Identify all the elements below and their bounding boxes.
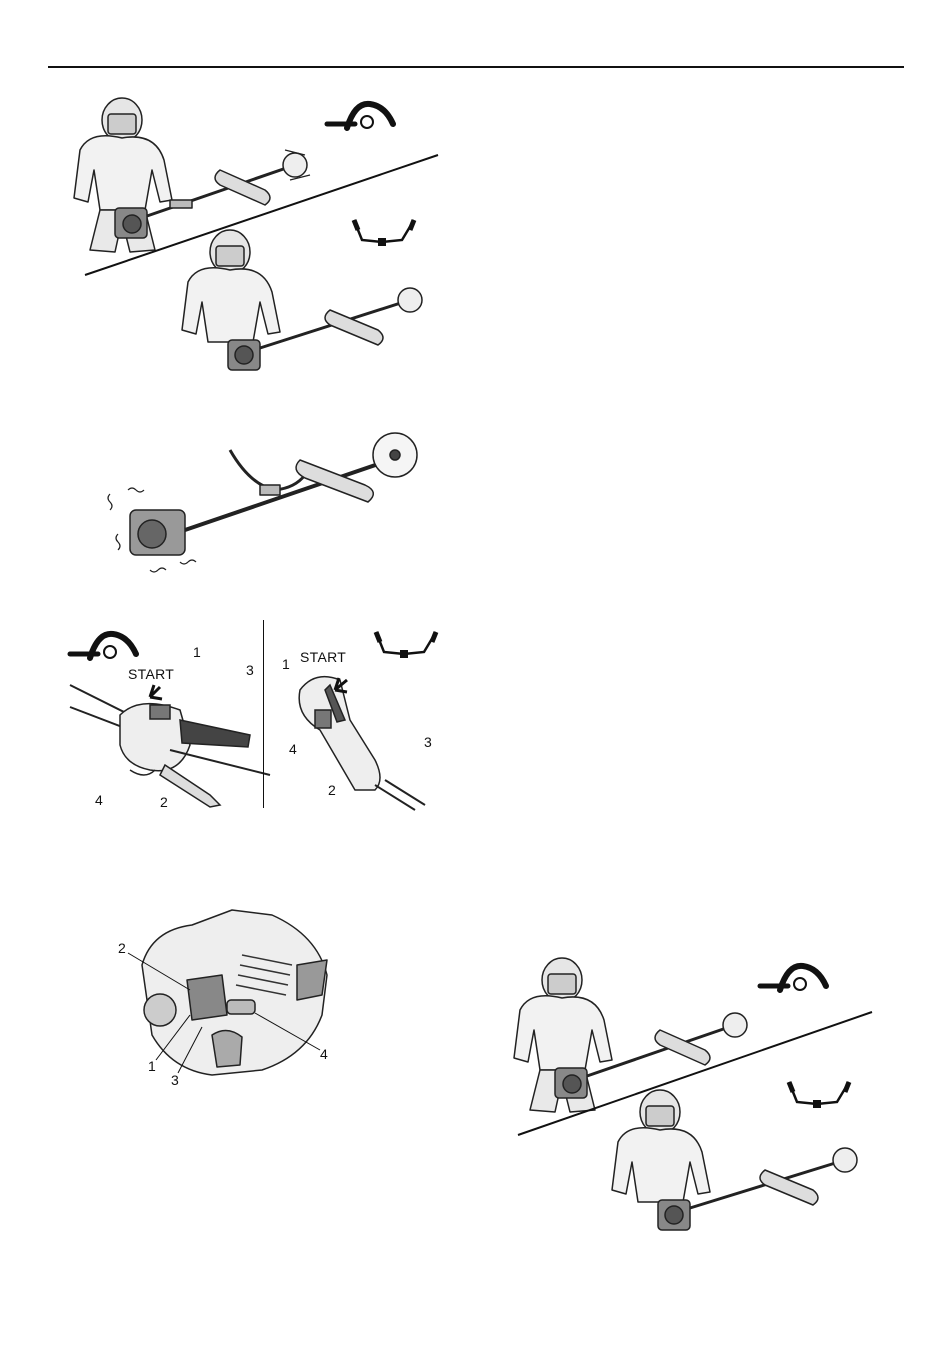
figure-engine-controls: 2 1 3 4	[110, 895, 350, 1085]
figure-trimmer-vibration	[100, 430, 450, 590]
bike-handle-icon	[372, 630, 442, 662]
start-label-right: START	[300, 650, 346, 664]
bike-handle-icon	[789, 1082, 849, 1108]
figure-starting-position-top	[60, 90, 460, 390]
callout-2-right: 2	[328, 783, 336, 797]
start-arrow-icon	[150, 685, 162, 699]
trimmer-handle	[230, 450, 305, 490]
callout-1-left: 1	[193, 645, 201, 659]
bike-handle-icon	[354, 220, 414, 246]
page-header-rule	[48, 66, 904, 68]
callout-4-left: 4	[95, 793, 103, 807]
log-lower	[325, 310, 383, 345]
operator-figure-lower	[612, 1090, 710, 1202]
trimmer-illustration	[100, 430, 450, 590]
starting-position-illustration-repeat	[500, 950, 900, 1250]
log	[296, 460, 373, 502]
engine-leader-lines	[110, 895, 350, 1085]
start-label-left: START	[128, 667, 174, 681]
figure-handle-controls: START 1 3 4 2 START 1 3 4 2	[60, 615, 460, 815]
callout-4-right: 4	[289, 742, 297, 756]
callout-3-right: 3	[424, 735, 432, 749]
loop-handle-icon	[68, 630, 140, 666]
start-arrow-icon	[335, 678, 347, 692]
loop-handle-icon	[760, 966, 826, 990]
callout-2-left: 2	[160, 795, 168, 809]
operator-figure-lower	[182, 230, 280, 342]
starting-position-illustration	[60, 90, 460, 390]
callout-3-left: 3	[246, 663, 254, 677]
engine-upper	[115, 208, 147, 238]
callout-1-right: 1	[282, 657, 290, 671]
loop-handle-icon	[327, 104, 393, 128]
figure-starting-position-bottom	[500, 950, 900, 1250]
handle-panel-divider	[263, 620, 264, 808]
